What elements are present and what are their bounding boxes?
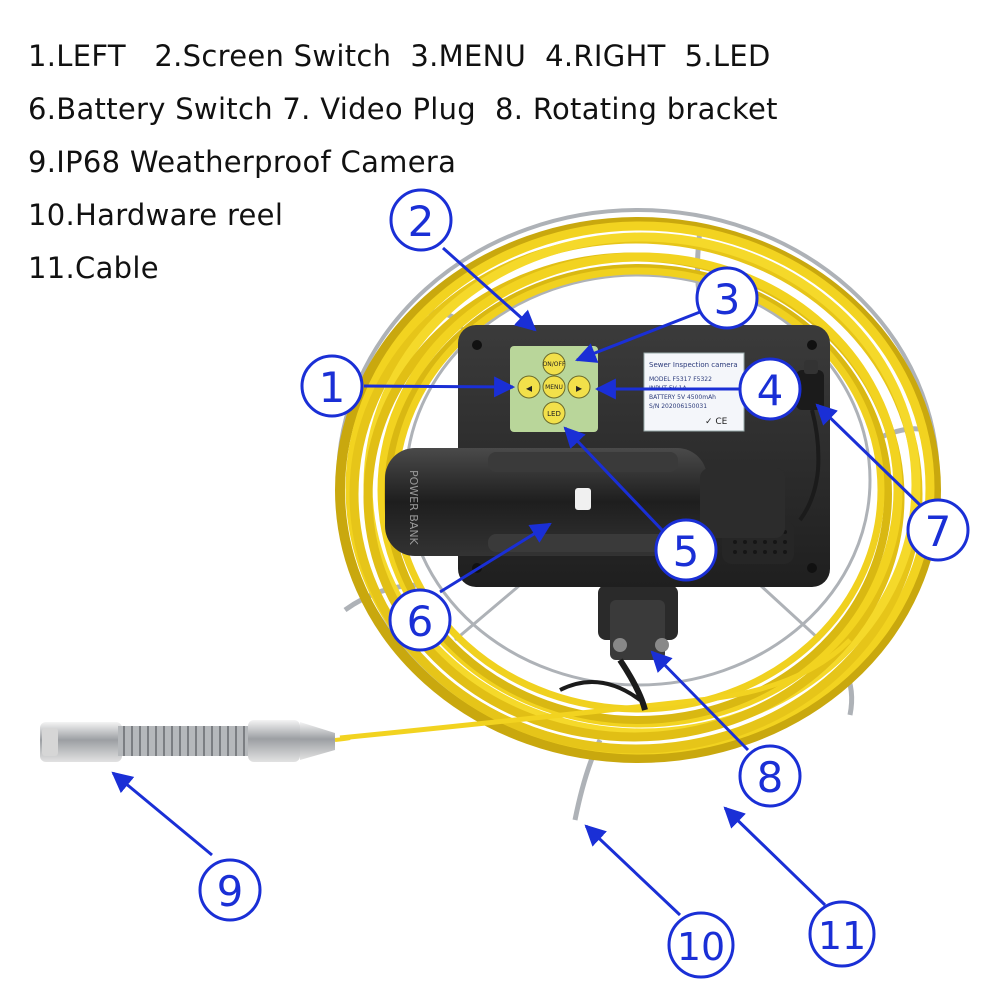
legend-line-1: 1.LEFT 2.Screen Switch 3.MENU 4.RIGHT 5.… xyxy=(28,39,771,73)
callout-1: 1 xyxy=(300,354,364,418)
callout-2-number: 2 xyxy=(408,197,435,246)
screen-switch-button[interactable] xyxy=(542,352,566,376)
callout-3: 3 xyxy=(695,266,759,330)
callout-9-number: 9 xyxy=(217,867,244,916)
cable-coil xyxy=(335,217,941,763)
screen-switch-label: ON/OFF xyxy=(543,361,566,368)
right-button[interactable] xyxy=(567,375,591,399)
legend-line-4: 10.Hardware reel xyxy=(28,198,284,232)
callout-7-number: 7 xyxy=(925,507,952,556)
left-arrow-icon: ◂ xyxy=(526,381,532,395)
video-plug xyxy=(796,360,824,522)
callout-10: 10 xyxy=(667,911,735,979)
sticker-line-4: BATTERY 5V 4500mAh xyxy=(649,394,716,401)
power-bank-label: POWER BANK xyxy=(407,470,420,546)
legend-line-5: 11.Cable xyxy=(28,251,159,285)
callout-6-number: 6 xyxy=(407,597,434,646)
keypad: ON/OFF ◂ MENU ▸ LED xyxy=(510,346,598,432)
sticker-line-1: Sewer Inspection camera xyxy=(649,361,738,369)
led-label: LED xyxy=(547,410,561,418)
legend-line-3: 9.IP68 Weatherproof Camera xyxy=(28,145,457,179)
callout-8: 8 xyxy=(738,744,802,808)
callout-6: 6 xyxy=(388,588,452,652)
callout-1-number: 1 xyxy=(319,363,346,412)
callout-2: 2 xyxy=(389,188,453,252)
callout-4: 4 xyxy=(738,357,802,421)
callout-arrows xyxy=(111,246,922,917)
camera-head xyxy=(40,720,351,762)
callout-8-number: 8 xyxy=(757,753,784,802)
rotating-bracket xyxy=(559,585,678,711)
callout-11-number: 11 xyxy=(818,914,866,958)
info-sticker: Sewer Inspection camera MODEL F5317 F532… xyxy=(643,352,745,432)
callout-5-number: 5 xyxy=(673,527,700,576)
certification-marks: ✓ CE xyxy=(705,417,728,427)
menu-label: MENU xyxy=(545,384,563,391)
callout-4-number: 4 xyxy=(757,366,784,415)
left-button[interactable] xyxy=(517,375,541,399)
callout-3-number: 3 xyxy=(714,275,741,324)
callout-7: 7 xyxy=(906,498,970,562)
callout-11: 11 xyxy=(808,900,876,968)
battery-switch[interactable] xyxy=(575,488,591,510)
sticker-line-5: S/N 202006150031 xyxy=(649,403,707,410)
legend-line-2: 6.Battery Switch 7. Video Plug 8. Rotati… xyxy=(28,92,778,126)
callout-9: 9 xyxy=(198,858,262,922)
right-arrow-icon: ▸ xyxy=(576,381,582,395)
callout-5: 5 xyxy=(654,518,718,582)
menu-button[interactable] xyxy=(542,375,566,399)
legend: 1.LEFT 2.Screen Switch 3.MENU 4.RIGHT 5.… xyxy=(28,30,778,295)
power-bank: POWER BANK xyxy=(385,448,785,556)
sticker-line-2: MODEL F5317 F5322 xyxy=(649,376,712,383)
led-button[interactable] xyxy=(542,401,566,425)
callout-10-number: 10 xyxy=(677,925,725,969)
